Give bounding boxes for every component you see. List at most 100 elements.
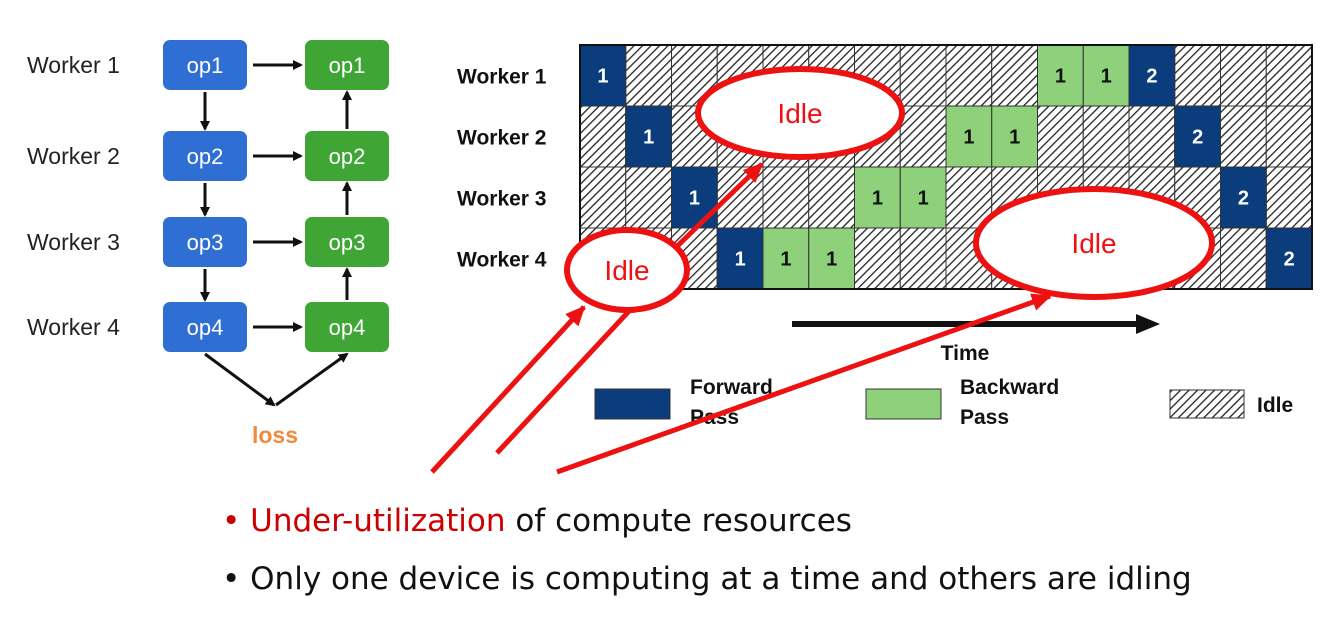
backward-pass-cell xyxy=(762,227,810,290)
microbatch-label: 2 xyxy=(1146,66,1157,88)
idle-cell xyxy=(1174,44,1221,107)
backward-pass-cell xyxy=(854,166,901,229)
idle-cell xyxy=(1220,105,1267,168)
idle-cell xyxy=(625,166,672,229)
legend-backward-label: Pass xyxy=(960,406,1009,429)
time-label: Time xyxy=(941,342,990,365)
idle-cell xyxy=(1128,105,1176,168)
worker-label: Worker 3 xyxy=(27,229,120,255)
loss-arrow-in xyxy=(204,352,276,407)
backward-op-box xyxy=(305,302,389,352)
time-axis-arrowhead xyxy=(1136,314,1160,334)
bullet-list: • Under-utilization of compute resources… xyxy=(222,492,1342,608)
microbatch-label: 1 xyxy=(689,188,700,210)
idle-callout-label: Idle xyxy=(1071,228,1116,259)
microbatch-label: 1 xyxy=(1101,66,1112,88)
microbatch-label: 1 xyxy=(1055,66,1066,88)
idle-cell xyxy=(899,227,947,290)
forward-op-box xyxy=(163,131,247,181)
backward-pass-cell xyxy=(899,166,947,229)
timeline-legend: ForwardPassBackwardPassIdle xyxy=(594,376,1293,429)
underutilization-rest: of compute resources xyxy=(505,503,852,539)
forward-op-label: op3 xyxy=(187,230,224,255)
idle-cell xyxy=(1265,166,1313,229)
idle-callout-label: Idle xyxy=(604,255,649,286)
forward-pass-cell xyxy=(1220,166,1267,229)
microbatch-label: 1 xyxy=(1009,127,1020,149)
idle-callout-oval xyxy=(695,66,905,160)
bullet-dot: • xyxy=(222,561,241,597)
idle-callout-label: Idle xyxy=(777,98,822,129)
backward-pass-cell xyxy=(1037,44,1084,107)
legend-idle-swatch xyxy=(1169,389,1245,419)
microbatch-label: 2 xyxy=(1192,127,1203,149)
backward-op-label: op3 xyxy=(329,230,366,255)
microbatch-label: 1 xyxy=(597,66,608,88)
timeline-worker-label: Worker 2 xyxy=(457,127,547,150)
idle-cell xyxy=(1220,44,1267,107)
backward-op-box xyxy=(305,40,389,90)
forward-pass-cell xyxy=(1174,105,1221,168)
red-arrow xyxy=(666,162,764,257)
idle-cell xyxy=(1265,105,1313,168)
backward-op-box xyxy=(305,217,389,267)
forward-pass-cell xyxy=(579,44,627,107)
bullet-one-device: • Only one device is computing at a time… xyxy=(222,550,1342,608)
forward-op-box xyxy=(163,40,247,90)
red-arrow xyxy=(495,308,632,455)
forward-op-label: op2 xyxy=(187,144,224,169)
backward-pass-cell xyxy=(808,227,855,290)
underutilization-highlight: Under-utilization xyxy=(250,503,506,539)
legend-forward-label: Forward xyxy=(690,376,773,399)
backward-op-box xyxy=(305,131,389,181)
legend-forward-swatch xyxy=(594,388,671,420)
forward-op-box xyxy=(163,217,247,267)
timeline-worker-label: Worker 4 xyxy=(457,249,547,272)
idle-callout-oval xyxy=(973,186,1215,300)
worker-label: Worker 4 xyxy=(27,314,120,340)
idle-cell xyxy=(808,166,855,229)
idle-cell xyxy=(1265,44,1313,107)
forward-pass-cell xyxy=(1128,44,1176,107)
idle-cell xyxy=(1082,105,1130,168)
idle-cell xyxy=(579,105,627,168)
legend-backward-label: Backward xyxy=(960,376,1059,399)
backward-pass-cell xyxy=(945,105,993,168)
forward-pass-cell xyxy=(625,105,672,168)
idle-cell xyxy=(762,166,810,229)
idle-cell xyxy=(1037,105,1084,168)
loss-label: loss xyxy=(252,422,298,448)
timeline-border xyxy=(579,44,1313,290)
microbatch-label: 2 xyxy=(1238,188,1249,210)
idle-callout-oval xyxy=(564,227,690,313)
red-arrow xyxy=(556,293,1052,475)
idle-cell xyxy=(991,44,1038,107)
idle-cell xyxy=(945,44,993,107)
idle-cell xyxy=(899,105,947,168)
idle-cell xyxy=(899,44,947,107)
backward-op-label: op1 xyxy=(329,53,366,78)
worker-label: Worker 1 xyxy=(27,52,120,78)
idle-cell xyxy=(854,227,901,290)
forward-op-label: op1 xyxy=(187,53,224,78)
backward-pass-cell xyxy=(991,105,1038,168)
bullet-underutilization: • Under-utilization of compute resources xyxy=(222,492,1342,550)
loss-arrow-out xyxy=(275,352,349,407)
forward-op-box xyxy=(163,302,247,352)
bullet-dot: • xyxy=(222,503,241,539)
microbatch-label: 1 xyxy=(780,249,791,271)
microbatch-label: 1 xyxy=(735,249,746,271)
microbatch-label: 2 xyxy=(1284,249,1295,271)
forward-op-label: op4 xyxy=(187,315,224,340)
idle-cell xyxy=(579,166,627,229)
microbatch-label: 1 xyxy=(872,188,883,210)
legend-backward-swatch xyxy=(865,388,942,420)
timeline-worker-label: Worker 3 xyxy=(457,188,547,211)
microbatch-label: 1 xyxy=(826,249,837,271)
timeline-worker-label: Worker 1 xyxy=(457,66,547,89)
microbatch-label: 1 xyxy=(643,127,654,149)
idle-cell xyxy=(1220,227,1267,290)
idle-cell xyxy=(625,44,672,107)
